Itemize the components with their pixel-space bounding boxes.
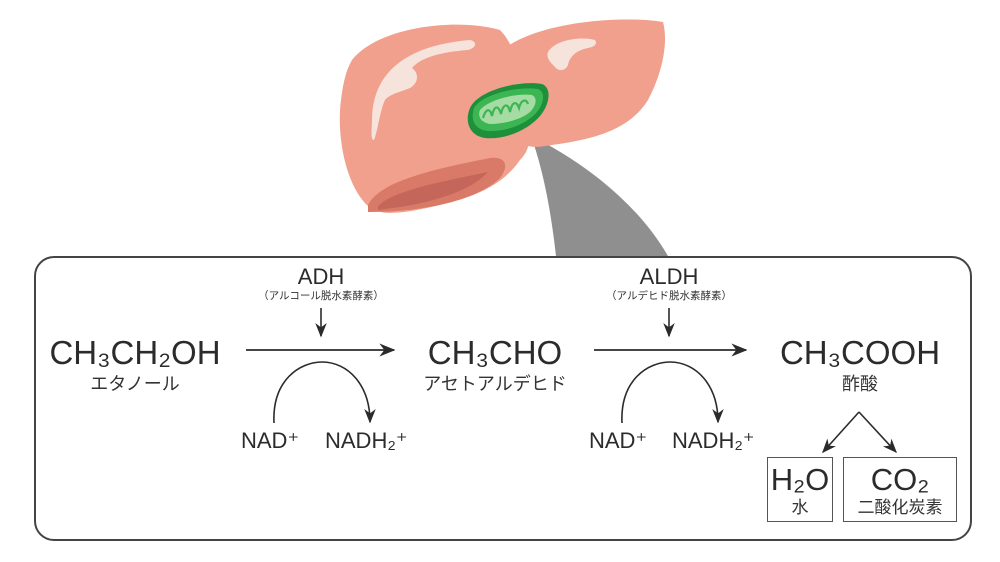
cofactor-nadh2-2: NADH₂⁺ [672,428,755,453]
cofactor-nad-1: NAD⁺ [241,428,300,453]
compound-acetic-acid-formula: CH₃COOH [779,334,941,371]
product-water-box: H₂O 水 [767,457,833,522]
enzyme-aldh-fullname: （アルデヒド脱水素酵素） [606,290,732,302]
product-co2-formula: CO₂ [870,462,930,497]
compound-acetic-acid-name: 酢酸 [842,374,878,395]
product-water-name: 水 [791,498,809,518]
cofactor-nadh2-1: NADH₂⁺ [325,428,408,453]
enzyme-adh-label: ADH [297,264,345,289]
compound-ethanol-formula: CH₃CH₂OH [49,334,221,371]
zoom-beam [531,136,668,256]
product-water-formula: H₂O [770,462,830,497]
compound-ethanol-name: エタノール [90,374,180,395]
mitochondria-icon [467,83,549,139]
enzyme-aldh-label: ALDH [639,264,699,289]
enzyme-adh-fullname: （アルコール脱水素酵素） [258,290,384,302]
compound-acetaldehyde-name: アセトアルデヒド [423,374,567,395]
reaction-panel [34,256,972,541]
cofactor-nad-2: NAD⁺ [589,428,648,453]
compound-acetaldehyde-formula: CH₃CHO [427,334,563,371]
product-co2-name: 二酸化炭素 [857,498,943,518]
product-co2-box: CO₂ 二酸化炭素 [843,457,957,522]
